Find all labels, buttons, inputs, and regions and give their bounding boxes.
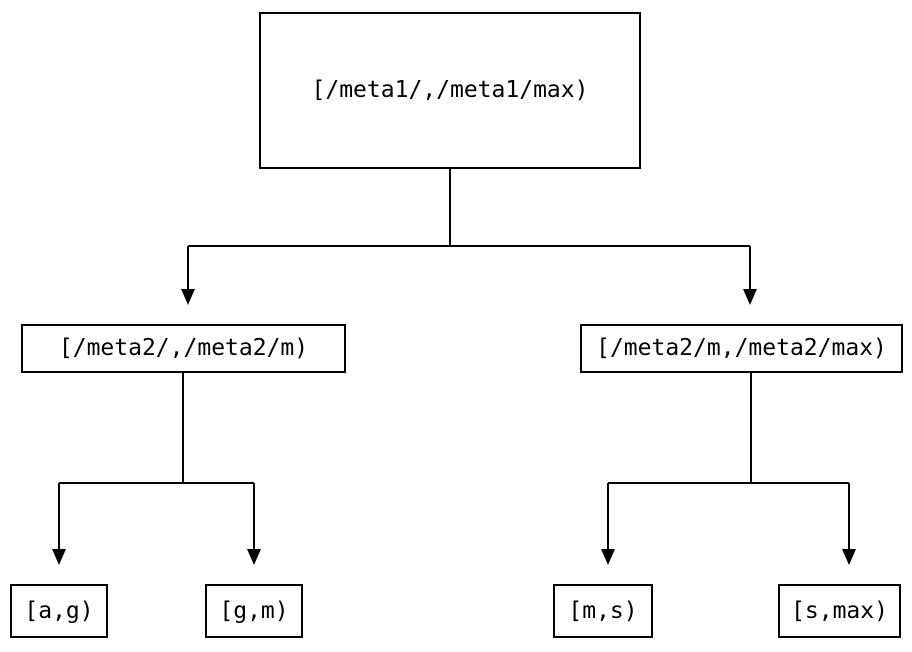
tree-node-leaf-gm-label: [g,m): [219, 597, 289, 624]
tree-node-leaf-ag[interactable]: [a,g): [10, 584, 108, 638]
tree-node-meta2-low-label: [/meta2/,/meta2/m): [58, 335, 309, 361]
tree-node-leaf-smax[interactable]: [s,max): [778, 584, 901, 638]
arrowhead-meta2-high-to-leaf-ms: [601, 549, 615, 565]
tree-node-meta2-high-label: [/meta2/m,/meta2/max): [596, 335, 887, 361]
tree-node-meta2-high[interactable]: [/meta2/m,/meta2/max): [580, 324, 903, 373]
tree-node-leaf-gm[interactable]: [g,m): [205, 584, 303, 638]
tree-node-meta2-low[interactable]: [/meta2/,/meta2/m): [21, 324, 346, 373]
tree-node-leaf-ms[interactable]: [m,s): [553, 584, 653, 638]
tree-node-leaf-ag-label: [a,g): [24, 597, 94, 624]
arrowhead-root-to-meta2-high: [743, 289, 757, 305]
tree-node-root[interactable]: [/meta1/,/meta1/max): [259, 12, 641, 169]
arrowhead-root-to-meta2-low: [181, 289, 195, 305]
arrowhead-meta2-high-to-leaf-smax: [842, 549, 856, 565]
tree-node-leaf-smax-label: [s,max): [791, 597, 888, 624]
arrowhead-meta2-low-to-leaf-ag: [52, 549, 66, 565]
arrowhead-meta2-low-to-leaf-gm: [247, 549, 261, 565]
tree-node-root-label: [/meta1/,/meta1/max): [311, 77, 589, 103]
tree-node-leaf-ms-label: [m,s): [568, 597, 638, 624]
